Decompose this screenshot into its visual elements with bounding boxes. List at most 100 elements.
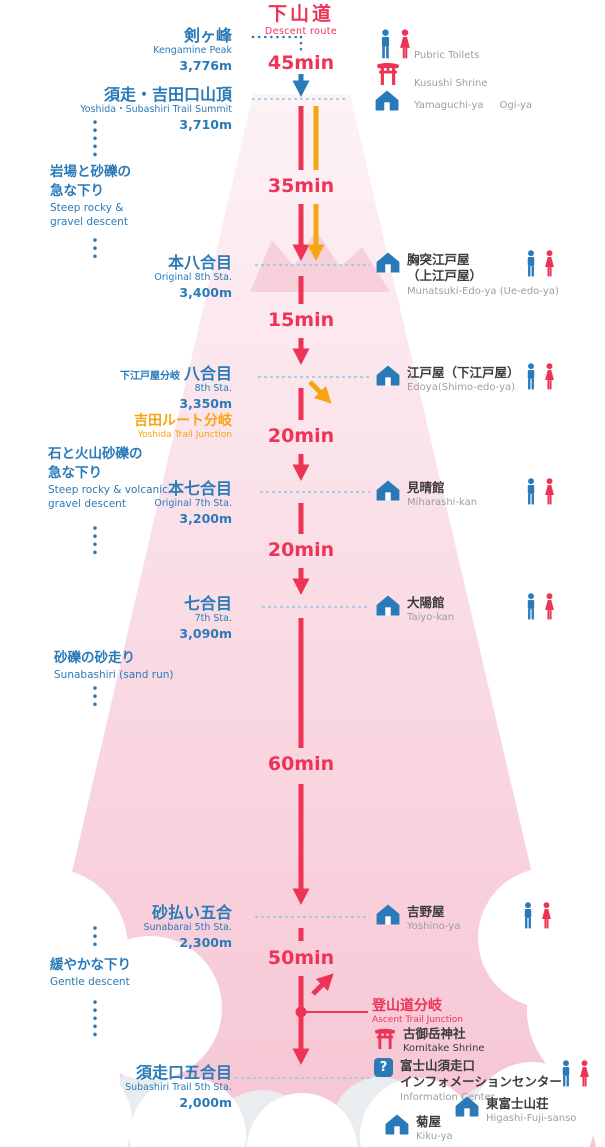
station-name-jp: 八合目 — [183, 364, 232, 383]
komitake-shrine: 古御岳神社 Komitake Shrine — [374, 1026, 485, 1056]
house-icon — [376, 252, 400, 273]
station-name-jp: 剣ヶ峰 — [183, 26, 232, 45]
ascent-branch-arrow — [311, 973, 334, 996]
time-to-sunabarai: 60min — [267, 753, 335, 775]
station-elevation: 2,000m — [179, 1095, 232, 1111]
station-name-jp: 本七合目 — [167, 479, 232, 498]
terrain-en: Steep rocky & volcanic — [48, 483, 168, 496]
hut-name-en: Higashi-Fuji-sanso — [486, 1113, 577, 1125]
station-kengamine: 剣ヶ峰 Kengamine Peak 3,776m — [153, 26, 232, 74]
terrain-en: Steep rocky & — [50, 201, 124, 214]
shrine-name-jp: 古御岳神社 — [403, 1026, 466, 1041]
hut-name-en: Munatsuki-Edo-ya (Ue-edo-ya) — [407, 285, 559, 297]
information-center: ? 富士山須走口 インフォメーションセンター Information Cente… — [374, 1058, 562, 1104]
station-elevation: 2,300m — [179, 935, 232, 951]
hut-yoshino: 吉野屋 Yoshino-ya — [376, 904, 460, 934]
torii-icon — [376, 62, 400, 85]
station-elevation: 3,710m — [179, 117, 232, 133]
male-icon — [527, 363, 535, 390]
ascent-trail-junction-label: 登山道分岐 Ascent Trail Junction — [372, 997, 463, 1027]
station-original-7th: 本七合目 Original 7th Sta. 3,200m — [154, 479, 232, 527]
station-elevation: 3,400m — [179, 285, 232, 301]
terrain-jp: 緩やかな下り — [50, 957, 131, 973]
hut-name-jp: 菊屋 — [416, 1114, 442, 1129]
time-to-7th: 20min — [267, 539, 335, 561]
station-name-en: Subashiri Trail 5th Sta. — [125, 1082, 232, 1094]
terrain-en: Gentle descent — [50, 975, 130, 988]
station-name-jp: 本八合目 — [167, 253, 232, 272]
station-name-en: 7th Sta. — [194, 613, 232, 625]
house-icon — [385, 1114, 409, 1135]
terrain-gentle-descent: 緩やかな下り Gentle descent — [50, 956, 131, 989]
terrain-en: Sunabashiri (sand run) — [54, 668, 174, 681]
hut-name-jp: 江戸屋（下江戸屋） — [407, 365, 520, 380]
male-icon — [381, 29, 390, 59]
legend-shrine-label: Kusushi Shrine — [414, 78, 488, 89]
station-subashiri-5th: 須走口五合目 Subashiri Trail 5th Sta. 2,000m — [125, 1063, 232, 1111]
terrain-jp: 岩場と砂礫の — [50, 164, 131, 180]
hut-name-jp: 大陽館 — [407, 595, 445, 610]
terrain-steep-volcanic-gravel: 石と火山砂礫の 急な下り Steep rocky & volcanic grav… — [48, 445, 168, 511]
female-icon — [542, 902, 551, 929]
yoshida-trail-junction-label: 吉田ルート分岐 Yoshida Trail Junction — [134, 412, 232, 442]
legend-hut-2: Ogi-ya — [499, 100, 532, 111]
male-icon — [562, 1060, 570, 1087]
white-clouds — [0, 868, 605, 1147]
female-icon — [545, 593, 554, 620]
hut-taiyo: 大陽館 Taiyo-kan — [376, 595, 454, 625]
title-en: Descent route — [264, 25, 338, 37]
female-icon — [545, 250, 554, 277]
hut-name-jp: 吉野屋 — [407, 904, 445, 919]
station-name-en: 8th Sta. — [194, 383, 232, 395]
station-summit: 須走・吉田口山頂 Yoshida・Subashiri Trail Summit … — [80, 85, 232, 133]
female-icon — [545, 363, 554, 390]
terrain-jp: 砂礫の砂走り — [54, 650, 135, 666]
station-name-en: Original 8th Sta. — [154, 272, 232, 284]
male-icon — [527, 593, 535, 620]
yoshida-route-orange-line — [307, 106, 332, 404]
male-icon — [527, 250, 535, 277]
hut-name-en: Yoshino-ya — [407, 921, 461, 933]
station-name-jp: 須走・吉田口山頂 — [103, 85, 232, 104]
terrain-steep-rocky-gravel: 岩場と砂礫の 急な下り Steep rocky & gravel descent — [50, 163, 131, 229]
terrain-jp: 急な下り — [50, 182, 104, 199]
hut-miharashi: 見晴館 Miharashi-kan — [376, 480, 477, 510]
male-icon — [527, 478, 535, 505]
house-icon — [376, 904, 400, 925]
female-icon — [545, 478, 554, 505]
time-summit-to-8th: 35min — [267, 175, 335, 197]
terrain-en: gravel descent — [48, 497, 126, 510]
station-elevation: 3,350m — [179, 396, 232, 412]
info-name-en: Information Center — [400, 1091, 495, 1103]
hut-name-jp: 胸突江戸屋 — [407, 252, 470, 267]
toilets-icons — [525, 478, 556, 505]
house-icon — [375, 90, 399, 111]
legend-toilets-label: Pubric Toilets — [414, 50, 480, 61]
descent-route-title: 下山道 Descent route — [264, 3, 338, 37]
station-name-jp: 七合目 — [183, 594, 232, 613]
hut-munatsuki-edoya: 胸突江戸屋 （上江戸屋） Munatsuki-Edo-ya (Ue-edo-ya… — [376, 252, 559, 298]
hut-edoya: 江戸屋（下江戸屋） Edoya(Shimo-edo-ya) — [376, 365, 520, 395]
female-icon — [580, 1060, 589, 1087]
station-name-en: Sunabarai 5th Sta. — [143, 922, 232, 934]
station-name-en: Kengamine Peak — [153, 45, 232, 57]
terrain-en: gravel descent — [50, 215, 128, 228]
station-8th: 下江戸屋分岐八合目 8th Sta. 3,350m — [120, 364, 232, 412]
branch-label: 下江戸屋分岐 — [119, 371, 180, 382]
toilets-icons — [560, 1060, 591, 1087]
female-icon — [400, 29, 410, 59]
station-elevation: 3,090m — [179, 626, 232, 642]
time-to-8th: 15min — [267, 309, 335, 331]
hut-name-en: Kiku-ya — [416, 1131, 453, 1143]
hut-kikuya: 菊屋 Kiku-ya — [385, 1114, 453, 1144]
hut-name-en: Miharashi-kan — [407, 497, 478, 509]
time-summit-descent: 45min — [267, 52, 335, 74]
male-icon — [524, 902, 532, 929]
inner-ridge-silhouette — [250, 230, 390, 292]
question-icon: ? — [374, 1058, 393, 1077]
station-dashed-lines — [235, 98, 370, 1079]
toilets-icons — [525, 250, 556, 277]
